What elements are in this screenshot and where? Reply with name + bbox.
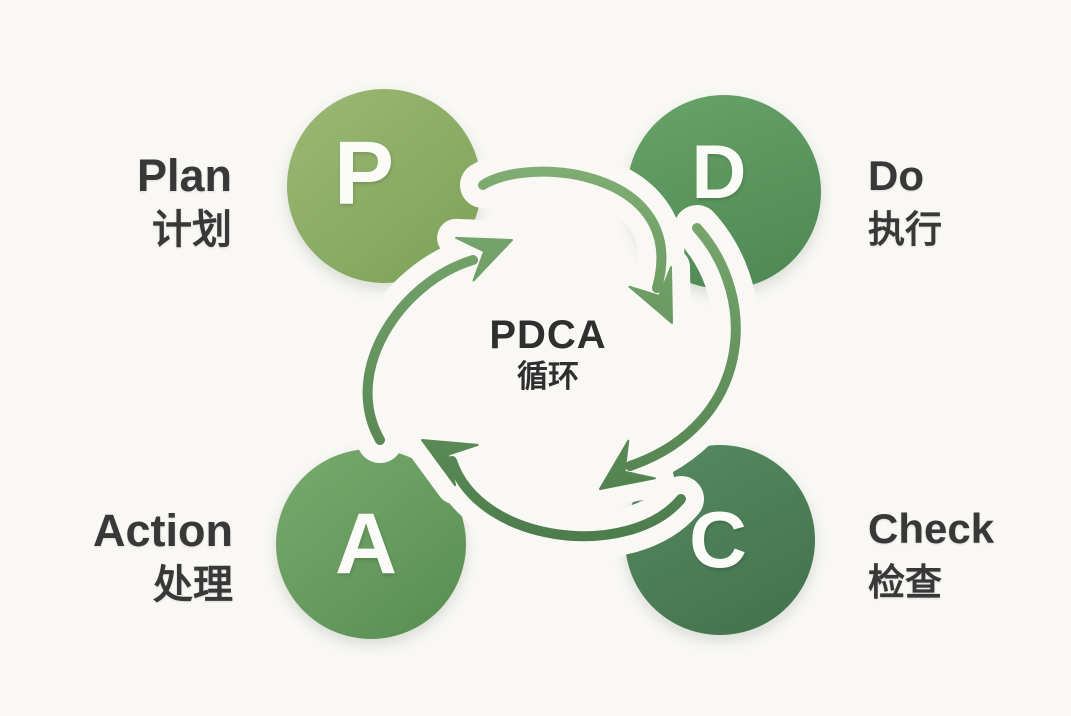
- arrowhead-southwest-icon: [599, 439, 656, 490]
- arrowhead-south-icon: [628, 266, 673, 324]
- cycle-arc-bottom: [447, 456, 686, 542]
- label-do: Do 执行: [868, 151, 942, 253]
- center-title: PDCA: [489, 313, 607, 357]
- center-caption: PDCA 循环: [448, 312, 648, 396]
- label-plan-en: Plan: [136, 150, 232, 201]
- label-action-en: Action: [93, 505, 233, 556]
- center-subtitle: 循环: [517, 359, 579, 394]
- arrowhead-northwest-icon: [421, 439, 479, 487]
- label-plan-zh: 计划: [152, 208, 232, 252]
- node-circle-plan: P: [287, 89, 481, 283]
- label-check-en: Check: [868, 505, 995, 552]
- label-plan: Plan 计划: [137, 151, 232, 253]
- node-circle-action: A: [276, 449, 466, 639]
- label-action-zh: 处理: [153, 563, 233, 607]
- label-do-en: Do: [868, 152, 924, 199]
- node-letter-plan: P: [333, 124, 395, 224]
- cycle-arc-left: [362, 255, 478, 445]
- label-check-zh: 检查: [868, 562, 942, 603]
- cycle-arc-right: [625, 223, 741, 471]
- label-check: Check 检查: [868, 504, 994, 606]
- arrowhead-northeast-icon: [455, 236, 513, 282]
- cycle-arc-top: [478, 166, 667, 293]
- label-action: Action 处理: [93, 506, 233, 608]
- node-letter-action: A: [334, 496, 398, 592]
- node-letter-do: D: [691, 130, 747, 215]
- label-do-zh: 执行: [868, 209, 942, 250]
